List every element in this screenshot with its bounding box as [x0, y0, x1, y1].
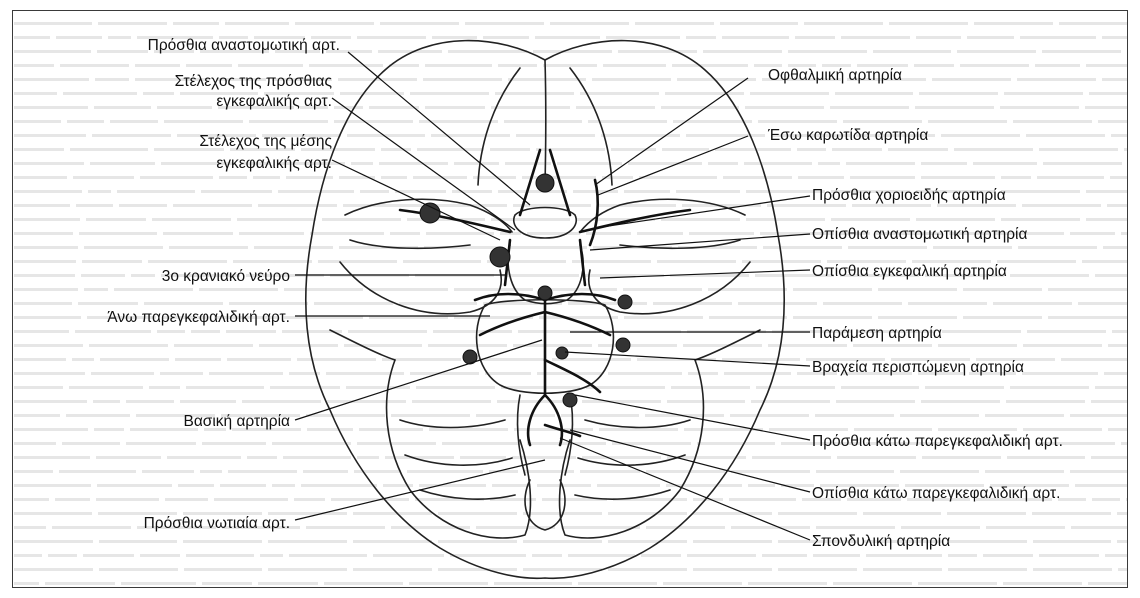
- label-anterior-choroidal: Πρόσθια χοριοειδής αρτηρία: [812, 187, 1006, 204]
- label-ophthalmic: Οφθαλμική αρτηρία: [768, 67, 902, 84]
- leader-line: [332, 160, 500, 240]
- leader-line: [295, 340, 542, 420]
- leader-line: [560, 438, 810, 540]
- cerebellum-right: [560, 360, 704, 538]
- label-internal-carotid: Έσω καρωτίδα αρτηρία: [767, 127, 928, 144]
- leader-line: [570, 430, 810, 492]
- frontal-gyri-left: [478, 68, 520, 185]
- vessel-cross-section: [556, 347, 568, 359]
- vertebral-artery-right: [545, 395, 562, 445]
- vessel-cross-section: [618, 295, 632, 309]
- optic-chiasm: [514, 208, 577, 239]
- occipital-left: [330, 330, 395, 360]
- longitudinal-fissure: [545, 60, 546, 185]
- leader-line: [595, 78, 748, 185]
- label-basilar: Βασική αρτηρία: [183, 413, 290, 430]
- cerebellum-left: [387, 360, 531, 538]
- label-superior-cerebellar: Άνω παρεγκεφαλιδική αρτ.: [107, 309, 290, 326]
- vessel-cross-section: [490, 247, 510, 267]
- frontal-gyri-right: [570, 68, 612, 185]
- label-posterior-cerebral: Οπίσθια εγκεφαλική αρτηρία: [812, 263, 1007, 280]
- vessel-cross-section: [538, 286, 552, 300]
- temporal-lobe-left: [340, 262, 501, 314]
- leader-line: [575, 395, 810, 440]
- leader-line: [565, 352, 810, 366]
- vessel-cross-section: [536, 174, 554, 192]
- vessel-cross-section: [616, 338, 630, 352]
- label-short-circumferential: Βραχεία περισπώμενη αρτηρία: [812, 359, 1024, 376]
- label-third-cranial-nerve: 3ο κρανιακό νεύρο: [162, 268, 290, 285]
- label-aca-trunk-line2: εγκεφαλικής αρτ.: [216, 93, 332, 110]
- middle-cerebral-left: [400, 210, 510, 232]
- vertebral-artery-left: [528, 395, 545, 445]
- label-anterior-communicating: Πρόσθια αναστομωτική αρτ.: [148, 37, 340, 54]
- leader-line: [595, 196, 810, 228]
- leader-line: [295, 460, 545, 520]
- label-paramedian: Παράμεση αρτηρία: [812, 325, 942, 342]
- leader-line: [598, 136, 748, 195]
- aica-right: [545, 360, 600, 392]
- cerebellum-folia-right: [575, 420, 690, 499]
- label-mca-trunk-line2: εγκεφαλικής αρτ.: [216, 155, 332, 172]
- vessel-cross-section: [563, 393, 577, 407]
- occipital-right: [695, 330, 760, 360]
- vessel-cross-section: [420, 203, 440, 223]
- label-posterior-communicating: Οπίσθια αναστομωτική αρτηρία: [812, 226, 1027, 243]
- temporal-left: [350, 240, 470, 248]
- internal-carotid-right: [590, 180, 598, 245]
- temporal-lobe-right: [589, 262, 750, 314]
- label-pica: Οπίσθια κάτω παρεγκεφαλιδική αρτ.: [812, 485, 1060, 502]
- label-mca-trunk-line1: Στέλεχος της μέσης: [199, 133, 332, 150]
- label-aica: Πρόσθια κάτω παρεγκεφαλιδική αρτ.: [812, 433, 1063, 450]
- cerebellum-folia-left: [400, 420, 515, 499]
- leader-line: [600, 270, 810, 278]
- label-anterior-spinal: Πρόσθια νωτιαία αρτ.: [144, 515, 290, 532]
- label-vertebral: Σπονδυλική αρτηρία: [812, 533, 950, 550]
- label-aca-trunk-line1: Στέλεχος της πρόσθιας: [175, 73, 332, 90]
